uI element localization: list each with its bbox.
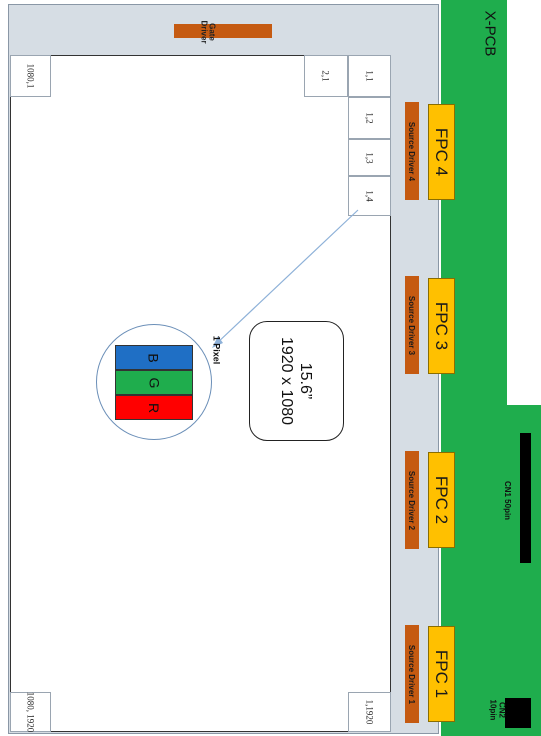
- cell-1-2: 1,2: [348, 97, 391, 139]
- cn2-connector: [505, 698, 531, 728]
- source-driver-4: Source Driver 4: [405, 102, 419, 200]
- cell-1-1920: 1,1920: [348, 692, 391, 732]
- source-driver-2: Source Driver 2: [405, 451, 419, 549]
- source-driver-1: Source Driver 1: [405, 625, 419, 723]
- cell-1-3: 1,3: [348, 139, 391, 176]
- subpixel-blue: B: [115, 345, 193, 370]
- panel-spec-box: 15.6”1920 x 1080: [249, 321, 344, 441]
- pixel-label: 1 Pixel: [211, 335, 221, 365]
- cell-1080-1: 1080,1: [10, 55, 51, 97]
- cell-2-1: 2,1: [304, 55, 348, 97]
- cn1-connector: [520, 433, 531, 563]
- panel-resolution: 1920 x 1080: [278, 336, 296, 426]
- cell-1-1: 1,1: [348, 55, 391, 97]
- source-driver-3: Source Driver 3: [405, 276, 419, 374]
- fpc-4: FPC 4: [428, 104, 455, 200]
- fpc-2: FPC 2: [428, 452, 455, 548]
- panel-size: 15.6”: [297, 362, 315, 400]
- subpixel-green: G: [115, 370, 193, 395]
- cell-1080-1920: 1080, 1920: [10, 692, 51, 732]
- x-pcb-cutout: [507, 0, 541, 405]
- gate-driver: [174, 24, 272, 38]
- fpc-1: FPC 1: [428, 626, 455, 722]
- fpc-3: FPC 3: [428, 278, 455, 374]
- cell-1-4: 1,4: [348, 176, 391, 216]
- subpixel-red: R: [115, 395, 193, 420]
